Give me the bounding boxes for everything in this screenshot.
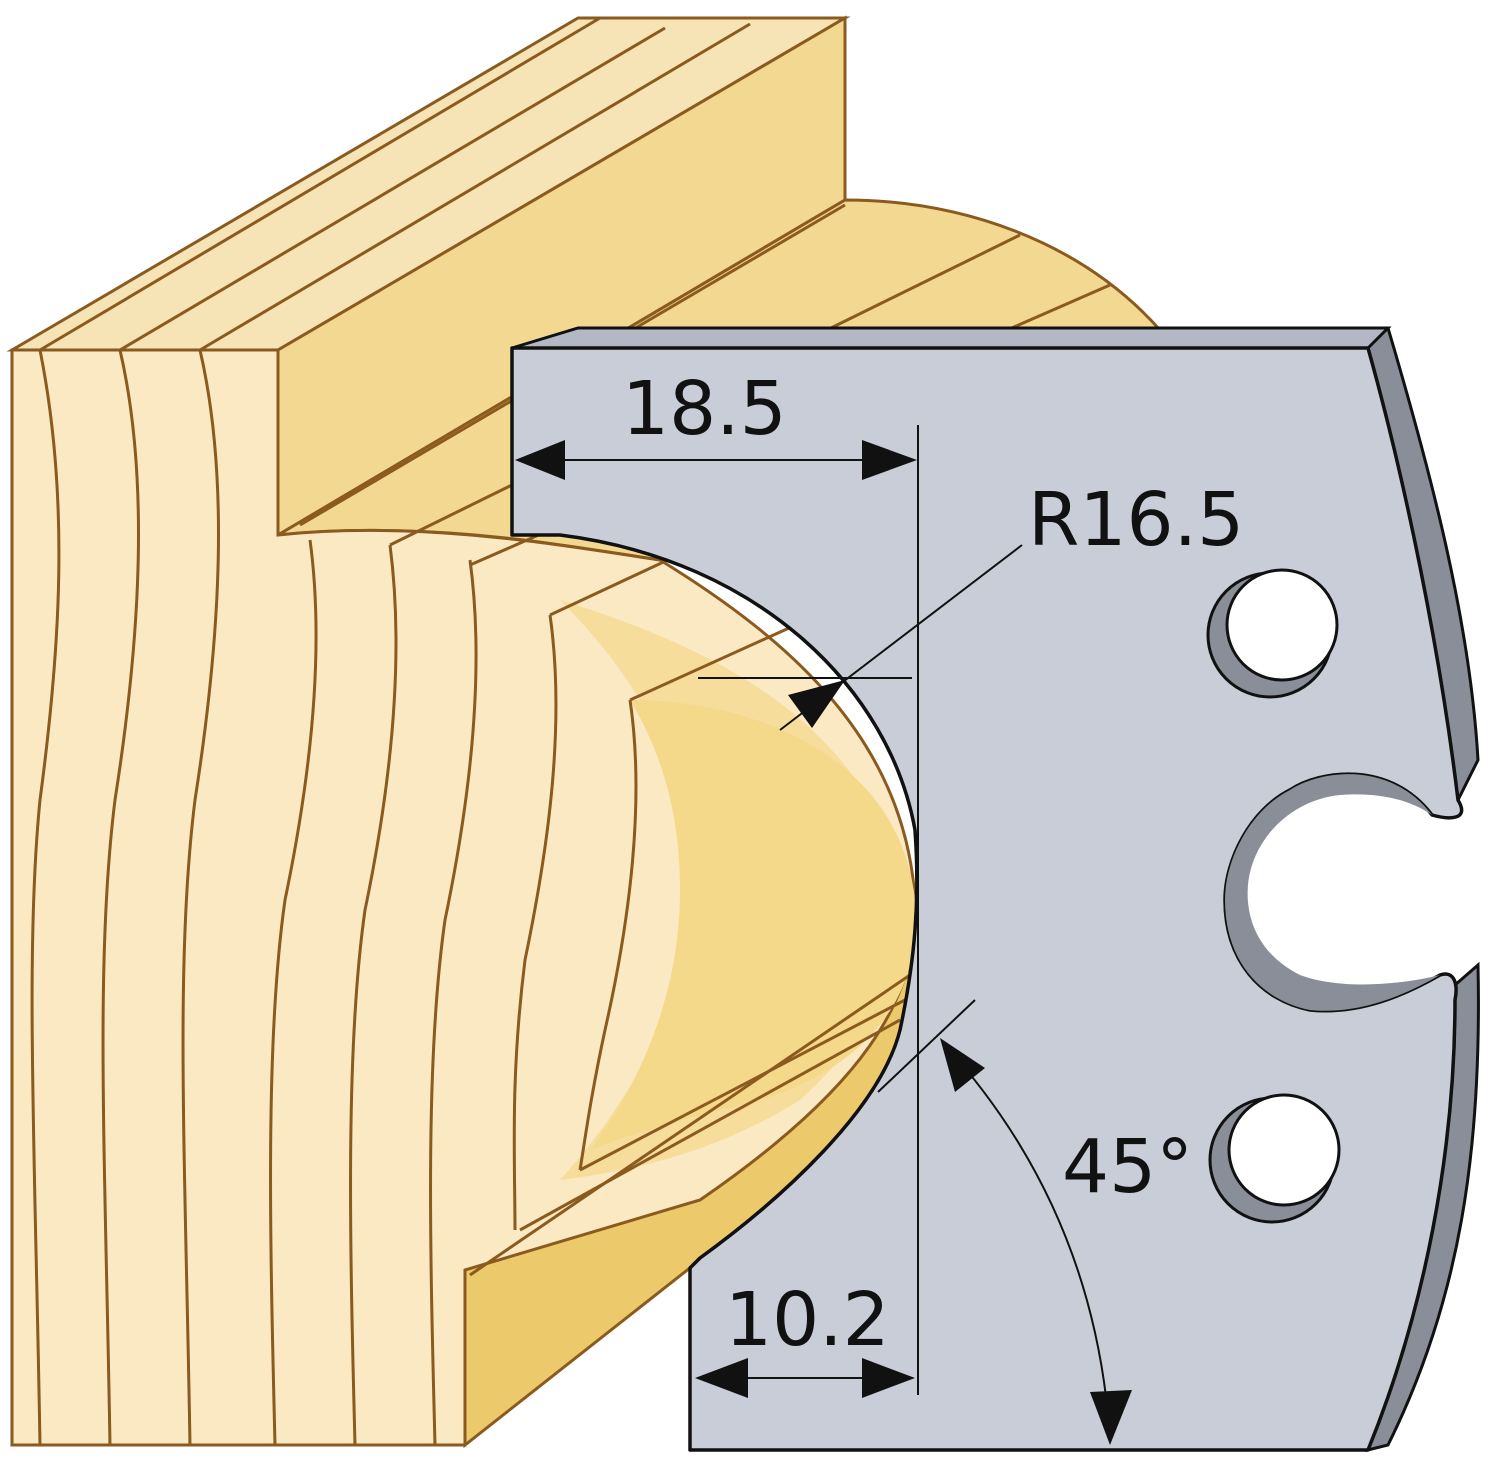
wood-grain-line	[199, 22, 751, 352]
arrowhead	[862, 1358, 915, 1398]
arrowhead	[515, 440, 565, 480]
wood-profile-face	[10, 348, 917, 1447]
dim-radius-label: R16.5	[1028, 477, 1244, 563]
arrowhead	[1090, 1390, 1132, 1445]
mounting-hole-upper	[1206, 568, 1339, 699]
dimensions: 18.5 R16.5 10.2 45°	[515, 366, 1244, 1445]
wood-grain-line	[512, 614, 558, 1231]
dim-10-2-label: 10.2	[725, 1277, 890, 1363]
wood-grain-line	[39, 16, 601, 352]
steel-knife	[510, 326, 1480, 1453]
mounting-hole-lower	[1208, 1093, 1341, 1224]
wood-grain-line	[269, 539, 318, 1446]
wood-grain-line	[119, 26, 666, 352]
arrowhead	[940, 1038, 985, 1092]
wood-grain-line	[101, 349, 140, 1446]
dim-angle-arc	[944, 1044, 1111, 1441]
dim-angle-label: 45°	[1062, 1124, 1193, 1210]
knife-top-bevel	[511, 326, 1392, 350]
wood-grain-line	[469, 973, 911, 1277]
dim-18-5-label: 18.5	[622, 366, 787, 452]
wood-grain-line	[429, 559, 478, 1446]
arrowhead	[862, 440, 917, 480]
arrowhead	[695, 1358, 748, 1398]
wood-grain-line	[519, 1018, 901, 1232]
dim-angle-tick	[877, 999, 976, 1093]
wood-grain-line	[30, 349, 61, 1446]
wood-workpiece	[6, 15, 1163, 1449]
wood-grain-line	[349, 544, 398, 1446]
arrowhead	[788, 680, 845, 728]
wood-grain-line	[579, 998, 906, 1172]
wood-grain-line	[578, 699, 638, 1171]
wood-grain-line	[181, 349, 220, 1446]
